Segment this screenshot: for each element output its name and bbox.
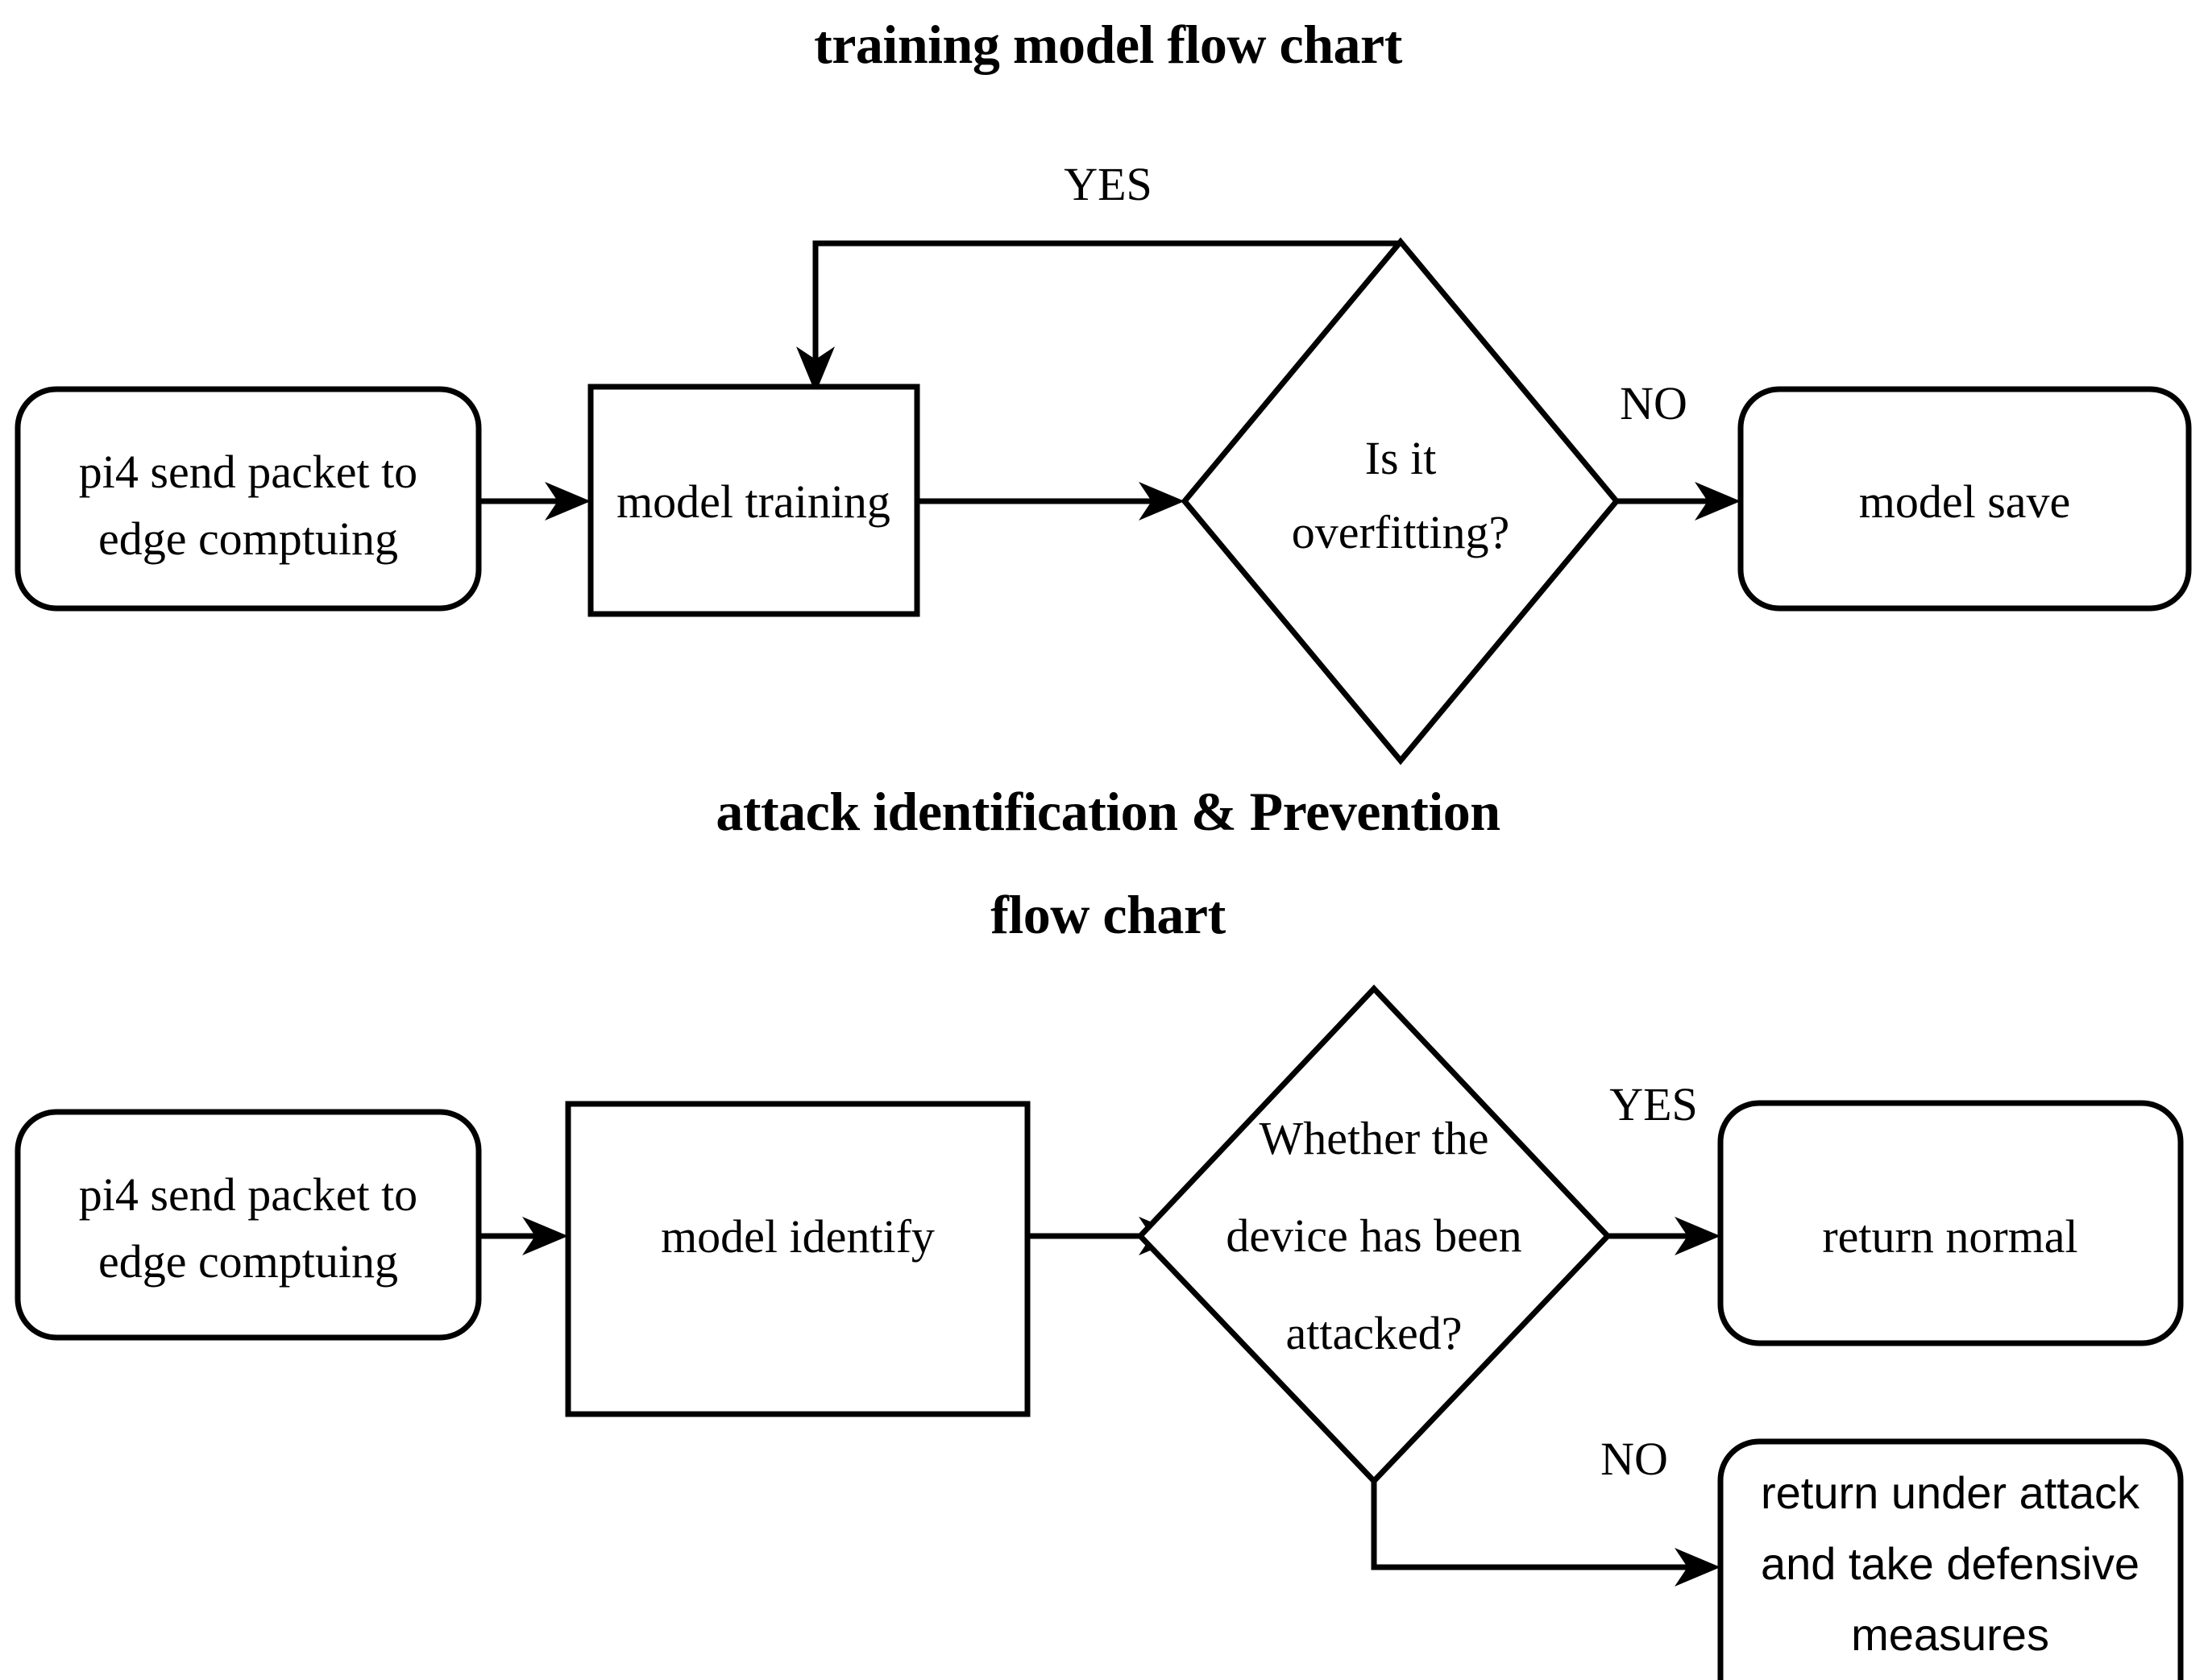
node-shape-rect bbox=[565, 1101, 1031, 1417]
edge-label-yes-top: YES bbox=[1064, 158, 1152, 210]
node-line: edge comptuing bbox=[98, 1235, 398, 1288]
edge-source-to-identify bbox=[479, 1217, 568, 1255]
edge-label-no-top: NO bbox=[1620, 377, 1687, 429]
node-line: Is it bbox=[1365, 432, 1437, 484]
node-model-training[interactable]: model training bbox=[587, 384, 920, 617]
attack-chart-title-line-1: attack identification & Prevention bbox=[716, 781, 1500, 842]
node-line: Whether the bbox=[1259, 1112, 1488, 1164]
node-model-save[interactable]: model save bbox=[1737, 386, 2192, 612]
node-whether-device-attacked[interactable]: Whether the device has been attacked? bbox=[1136, 984, 1612, 1486]
node-shape-rounded-rect bbox=[1737, 386, 2192, 612]
node-return-normal[interactable]: return normal bbox=[1717, 1100, 2184, 1346]
node-return-under-attack[interactable]: return under attack and take defensive m… bbox=[1717, 1438, 2184, 1680]
node-line: pi4 send packet to bbox=[79, 1168, 417, 1221]
node-line: model save bbox=[1859, 475, 2071, 528]
node-line: pi4 send packet to bbox=[79, 446, 417, 498]
node-line: model identify bbox=[661, 1210, 935, 1263]
edge-training-to-overfitting bbox=[917, 482, 1185, 521]
node-is-it-overfitting[interactable]: Is it overfitting? bbox=[1181, 237, 1621, 765]
node-shape-rounded-rect bbox=[1717, 1438, 2184, 1680]
node-line: device has been bbox=[1226, 1209, 1521, 1262]
edge-no-to-model-save: NO bbox=[1617, 377, 1741, 521]
node-shape-rounded-rect bbox=[1717, 1100, 2184, 1346]
node-line: attacked? bbox=[1286, 1307, 1463, 1359]
node-shape-rounded-rect bbox=[15, 386, 482, 612]
node-shape-rect bbox=[587, 384, 920, 617]
node-pi4-send-packet-bottom[interactable]: pi4 send packet to edge comptuing bbox=[15, 1109, 482, 1341]
edge-source-to-training bbox=[479, 482, 591, 521]
edge-no-to-under-attack: NO bbox=[1371, 1433, 1720, 1587]
edge-yes-to-return-normal: YES bbox=[1608, 1078, 1720, 1255]
training-chart-title: training model flow chart bbox=[814, 14, 1403, 75]
node-line: return normal bbox=[1822, 1210, 2077, 1263]
edge-yes-loop: YES bbox=[796, 158, 1401, 393]
node-line: edge comptuing bbox=[98, 512, 398, 565]
node-shape-diamond bbox=[1181, 237, 1621, 765]
node-line: return under attack bbox=[1761, 1467, 2140, 1518]
node-model-identify[interactable]: model identify bbox=[565, 1101, 1031, 1417]
edge-label-no-bottom: NO bbox=[1600, 1433, 1668, 1485]
edge-label-yes-bottom: YES bbox=[1609, 1078, 1698, 1130]
attack-chart-title-line-2: flow chart bbox=[990, 884, 1226, 945]
node-shape-rounded-rect bbox=[15, 1109, 482, 1341]
node-line: measures bbox=[1851, 1609, 2049, 1660]
node-pi4-send-packet-top[interactable]: pi4 send packet to edge comptuing bbox=[15, 386, 482, 612]
node-line: model training bbox=[616, 475, 890, 528]
node-line: and take defensive bbox=[1761, 1538, 2140, 1589]
node-line: overfitting? bbox=[1292, 506, 1510, 558]
